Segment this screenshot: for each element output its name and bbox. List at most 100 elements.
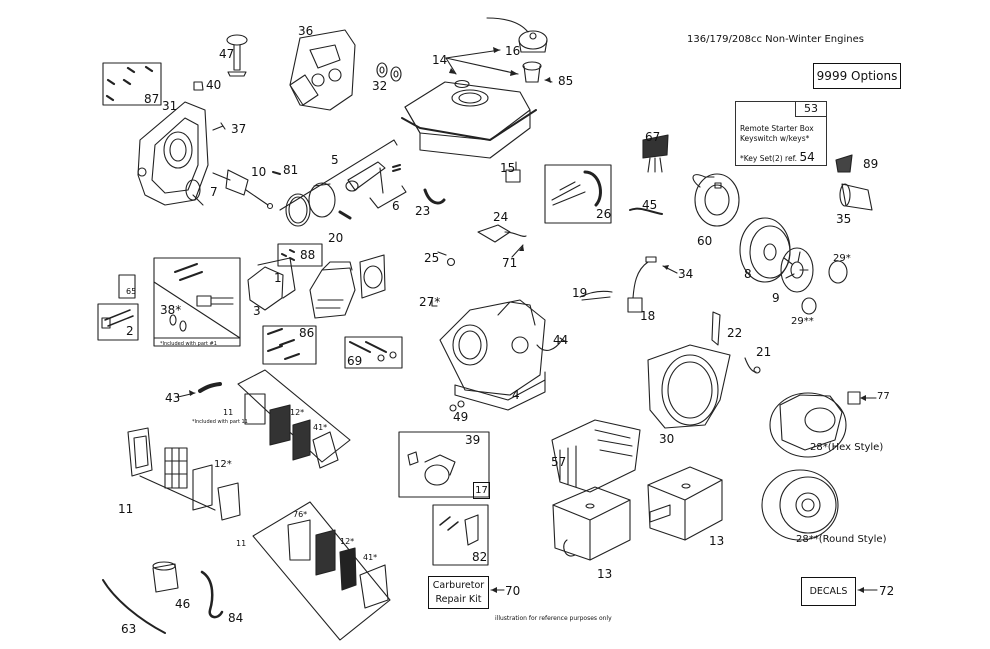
- part-label-13-left[interactable]: 13: [597, 567, 613, 581]
- part-label-15[interactable]: 15: [500, 161, 516, 175]
- part-label-82[interactable]: 82: [472, 550, 488, 564]
- part-label-12-lower[interactable]: 12*: [214, 459, 232, 470]
- part-label-38[interactable]: 38*: [160, 303, 182, 317]
- part-label-39[interactable]: 39: [465, 433, 481, 447]
- part-label-9[interactable]: 9: [772, 291, 780, 305]
- part-label-12-bottom[interactable]: 12*: [340, 537, 355, 546]
- part-label-89[interactable]: 89: [863, 157, 879, 171]
- recoil-starter-hex-icon: [769, 392, 847, 458]
- gasket-36-icon: [289, 29, 356, 111]
- part-label-7[interactable]: 7: [210, 185, 218, 199]
- part-label-16[interactable]: 16: [505, 44, 521, 58]
- part-label-26[interactable]: 26: [596, 207, 612, 221]
- part-label-12-upper[interactable]: 12*: [290, 408, 305, 417]
- part-label-67[interactable]: 67: [645, 130, 661, 144]
- wire-19-icon: [579, 290, 613, 301]
- part-label-47[interactable]: 47: [219, 47, 235, 61]
- part-label-11-lower[interactable]: 11: [118, 502, 134, 516]
- part-label-11-bottom[interactable]: 11: [236, 539, 247, 548]
- part-label-6[interactable]: 6: [392, 199, 400, 213]
- part-label-30[interactable]: 30: [659, 432, 675, 446]
- governor-gear-icon: [185, 179, 204, 206]
- part-label-31[interactable]: 31: [162, 99, 178, 113]
- clutch-29-icon: [828, 260, 848, 284]
- part-label-18[interactable]: 18: [640, 309, 656, 323]
- bolt-kit-86-box: [262, 325, 317, 365]
- connecting-rod-icon: [345, 161, 386, 194]
- part-label-32[interactable]: 32: [372, 79, 388, 93]
- air-filter-element-icon: [269, 404, 291, 446]
- breather-tube-icon: [198, 382, 222, 393]
- part-label-65[interactable]: 65: [126, 287, 137, 296]
- part-label-29-double-star[interactable]: 29**: [791, 316, 814, 327]
- part-label-85[interactable]: 85: [558, 74, 574, 88]
- part-label-69[interactable]: 69: [347, 354, 363, 368]
- part-label-10[interactable]: 10: [251, 165, 267, 179]
- part-label-77[interactable]: 77: [877, 391, 890, 402]
- part-label-84[interactable]: 84: [228, 611, 244, 625]
- part-label-71[interactable]: 71: [502, 256, 518, 270]
- part-label-57[interactable]: 57: [551, 455, 567, 469]
- part-label-86[interactable]: 86: [299, 326, 315, 340]
- hose-63-icon: [102, 579, 166, 634]
- recoil-round-label[interactable]: 28**(Round Style): [796, 534, 887, 545]
- part-label-11-upper[interactable]: 11: [223, 408, 234, 417]
- part-label-34[interactable]: 34: [678, 267, 694, 281]
- part-label-4[interactable]: 4: [512, 388, 520, 402]
- part-label-5[interactable]: 5: [331, 153, 339, 167]
- part-label-13-right[interactable]: 13: [709, 534, 725, 548]
- part-label-14[interactable]: 14: [432, 53, 448, 67]
- stator-icon: [692, 173, 740, 227]
- callout-14-arrows: [445, 49, 519, 75]
- part-label-19[interactable]: 19: [572, 286, 588, 300]
- part-label-1[interactable]: 1: [274, 271, 282, 285]
- part-label-27[interactable]: 27*: [419, 295, 441, 309]
- part-label-70[interactable]: 70: [505, 584, 521, 598]
- remote-starter-box[interactable]: 53 Remote Starter Box Keyswitch w/keys* …: [735, 101, 827, 166]
- carburetor-repair-kit-box[interactable]: Carburetor Repair Kit: [428, 576, 489, 609]
- part-label-45[interactable]: 45: [642, 198, 658, 212]
- part-label-23[interactable]: 23: [415, 204, 431, 218]
- part-label-37[interactable]: 37: [231, 122, 247, 136]
- solenoid-89-icon: [835, 154, 853, 173]
- part-label-46[interactable]: 46: [175, 597, 191, 611]
- part-label-81[interactable]: 81: [283, 163, 299, 177]
- part-label-49[interactable]: 49: [453, 410, 469, 424]
- kit-17-box[interactable]: 17: [473, 482, 490, 499]
- part-label-29-star[interactable]: 29*: [833, 253, 851, 264]
- part-label-2[interactable]: 2: [126, 324, 134, 338]
- recoil-hex-label[interactable]: 28*(Hex Style): [810, 442, 884, 453]
- part-label-35[interactable]: 35: [836, 212, 852, 226]
- part-label-72[interactable]: 72: [879, 584, 895, 598]
- part-label-41-upper[interactable]: 41*: [313, 423, 328, 432]
- part-label-76[interactable]: 76*: [293, 510, 308, 519]
- part-label-87[interactable]: 87: [144, 92, 160, 106]
- part-label-8[interactable]: 8: [744, 267, 752, 281]
- fuel-valve-icon: [505, 161, 521, 183]
- decals-box[interactable]: DECALS: [801, 577, 856, 606]
- carburetor-kit-box: [398, 431, 490, 498]
- part-label-43[interactable]: 43: [165, 391, 181, 405]
- part-label-41-lower[interactable]: 41*: [363, 553, 378, 562]
- part-label-60[interactable]: 60: [697, 234, 713, 248]
- cylinder-head-icon: [309, 261, 356, 319]
- air-filter-kit-box-2: [252, 501, 391, 641]
- callout-71-line: [511, 244, 524, 258]
- carburetor-kit-line1: Carburetor: [432, 580, 485, 591]
- part-label-88[interactable]: 88: [300, 248, 316, 262]
- remote-starter-ref: 53: [795, 102, 826, 117]
- part-label-63[interactable]: 63: [121, 622, 137, 636]
- part-label-36[interactable]: 36: [298, 24, 314, 38]
- piston-pin-icon: [338, 210, 352, 220]
- part-label-21[interactable]: 21: [756, 345, 772, 359]
- part-label-22[interactable]: 22: [727, 326, 743, 340]
- part-label-25[interactable]: 25: [424, 251, 440, 265]
- valve-cover-icon: [247, 257, 296, 311]
- part-label-3[interactable]: 3: [253, 304, 261, 318]
- part-label-24[interactable]: 24: [493, 210, 509, 224]
- options-box[interactable]: 9999 Options: [813, 63, 901, 89]
- part-label-40[interactable]: 40: [206, 78, 222, 92]
- part-label-20[interactable]: 20: [328, 231, 344, 245]
- part-label-44[interactable]: 44: [553, 333, 569, 347]
